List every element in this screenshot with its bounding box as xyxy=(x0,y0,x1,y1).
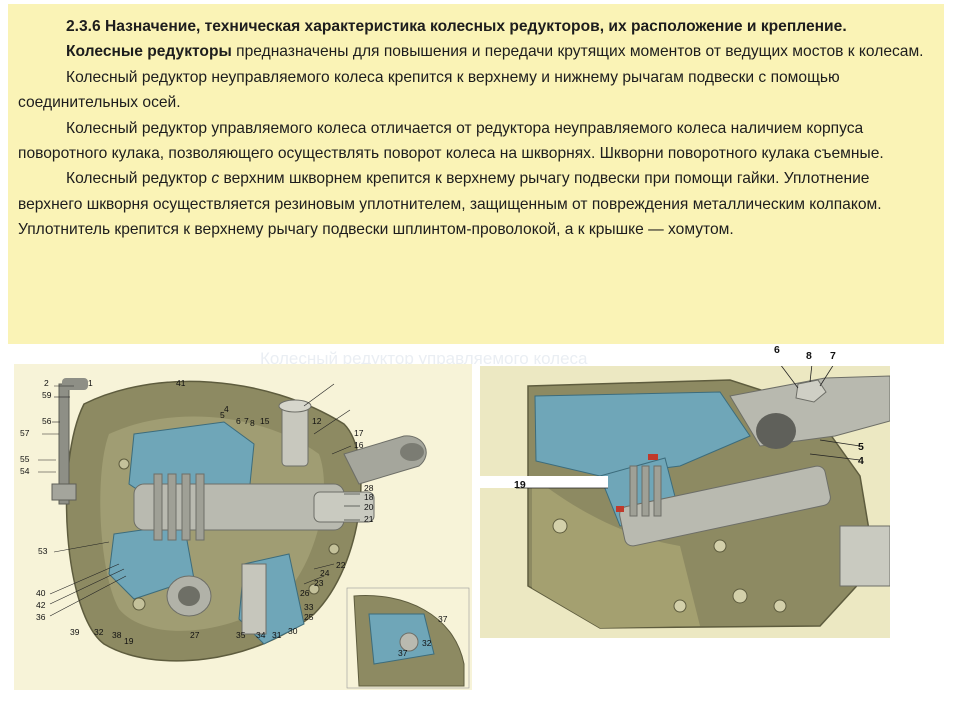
svg-text:1: 1 xyxy=(88,378,93,388)
svg-text:18: 18 xyxy=(364,492,374,502)
svg-text:36: 36 xyxy=(36,612,46,622)
svg-text:4: 4 xyxy=(858,455,864,467)
paragraph-3: Колесный редуктор управляемого колеса от… xyxy=(18,119,884,163)
section-title: 2.3.6 Назначение, техническая характерис… xyxy=(66,18,847,35)
svg-text:19: 19 xyxy=(124,636,134,646)
svg-text:27: 27 xyxy=(190,630,200,640)
svg-text:54: 54 xyxy=(20,466,30,476)
paragraph-1-term: Колесные редукторы xyxy=(66,43,232,61)
svg-text:24: 24 xyxy=(320,568,330,578)
figure-caption: Колесный редуктор управляемого колеса xyxy=(260,349,588,368)
svg-text:40: 40 xyxy=(36,588,46,598)
svg-text:22: 22 xyxy=(336,560,346,570)
svg-text:32: 32 xyxy=(94,627,104,637)
paragraph-4-italic: с xyxy=(211,170,220,188)
paragraph-2: Колесный редуктор неуправляемого колеса … xyxy=(18,68,840,112)
svg-text:4: 4 xyxy=(224,404,229,414)
svg-text:19: 19 xyxy=(514,479,526,491)
svg-text:6: 6 xyxy=(236,416,241,426)
svg-text:20: 20 xyxy=(364,502,374,512)
svg-text:28: 28 xyxy=(364,483,374,493)
svg-text:42: 42 xyxy=(36,600,46,610)
svg-text:12: 12 xyxy=(312,416,322,426)
svg-text:35: 35 xyxy=(236,630,246,640)
svg-text:57: 57 xyxy=(20,428,30,438)
text-panel: 2.3.6 Назначение, техническая характерис… xyxy=(8,4,944,344)
svg-text:37: 37 xyxy=(438,614,448,624)
svg-text:33: 33 xyxy=(304,602,314,612)
detail-drawing: 19 5 4 xyxy=(480,366,890,638)
svg-text:59: 59 xyxy=(42,390,52,400)
svg-text:21: 21 xyxy=(364,514,374,524)
svg-text:7: 7 xyxy=(244,416,249,426)
paragraph-4-rest: верхним шкворнем крепится к верхнему рыч… xyxy=(18,170,882,239)
svg-text:39: 39 xyxy=(70,627,80,637)
svg-text:55: 55 xyxy=(20,454,30,464)
svg-text:32: 32 xyxy=(422,638,432,648)
paragraph-4-start: Колесный редуктор xyxy=(66,170,212,188)
paragraph-1-text: предназначены для повышения и передачи к… xyxy=(231,43,924,61)
svg-text:5: 5 xyxy=(220,410,225,420)
svg-text:15: 15 xyxy=(260,416,270,426)
svg-text:30: 30 xyxy=(288,626,298,636)
svg-text:25: 25 xyxy=(304,612,314,622)
svg-text:34: 34 xyxy=(256,630,266,640)
svg-text:53: 53 xyxy=(38,546,48,556)
svg-text:31: 31 xyxy=(272,630,282,640)
svg-text:5: 5 xyxy=(858,441,864,453)
svg-text:56: 56 xyxy=(42,416,52,426)
svg-text:26: 26 xyxy=(300,588,310,598)
detail-callout-labels: 19 5 4 xyxy=(514,441,864,491)
svg-text:8: 8 xyxy=(250,418,255,428)
svg-text:16: 16 xyxy=(354,440,364,450)
svg-text:38: 38 xyxy=(112,630,122,640)
svg-text:37: 37 xyxy=(398,648,408,658)
paragraph-1: Колесные редукторы предназначены для пов… xyxy=(18,39,932,64)
svg-text:2: 2 xyxy=(44,378,49,388)
paragraph-4: Колесный редуктор с верхним шкворнем кре… xyxy=(18,166,932,242)
svg-text:17: 17 xyxy=(354,428,364,438)
svg-text:23: 23 xyxy=(314,578,324,588)
svg-text:41: 41 xyxy=(176,378,186,388)
